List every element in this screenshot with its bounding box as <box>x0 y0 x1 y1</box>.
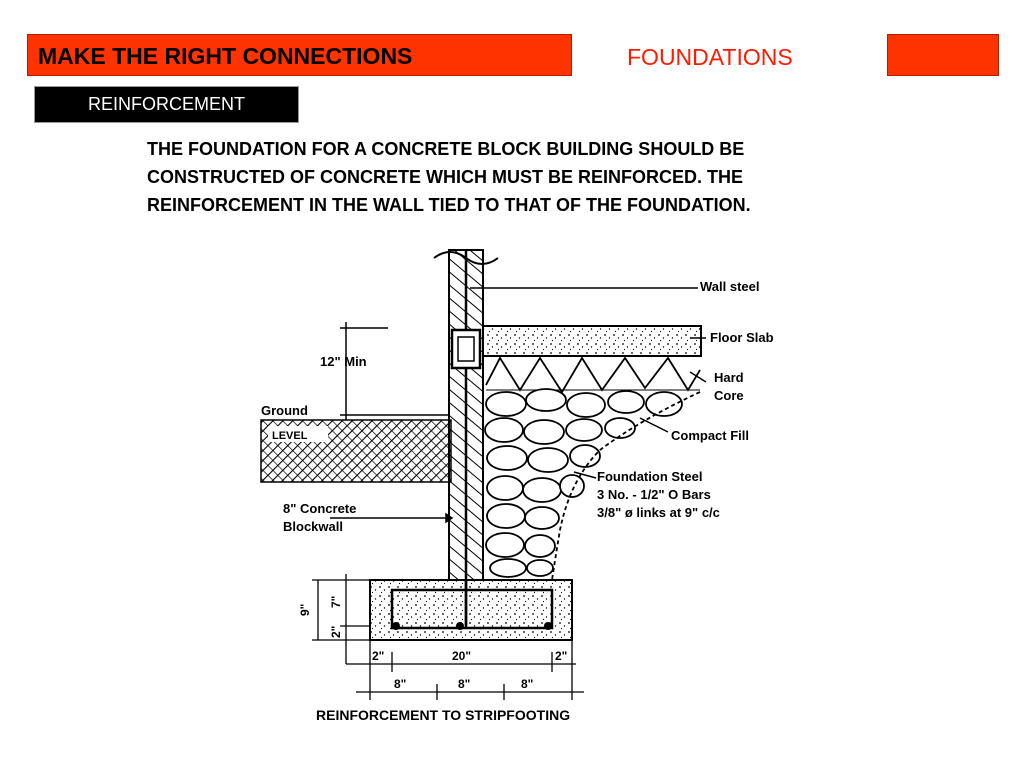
tab-reinforcement[interactable]: REINFORCEMENT <box>34 86 299 123</box>
label-core: Core <box>714 388 744 403</box>
decorative-red-box <box>887 34 999 76</box>
dim-2-vert: 2" <box>329 626 343 638</box>
dim-2-right: 2" <box>555 649 567 663</box>
compact-fill <box>484 388 683 578</box>
dim-2-left: 2" <box>372 649 384 663</box>
label-wall-steel: Wall steel <box>700 279 759 294</box>
strip-footing <box>369 579 573 641</box>
section-title: FOUNDATIONS <box>627 44 793 70</box>
dim-20: 20" <box>452 649 471 663</box>
header-banner: MAKE THE RIGHT CONNECTIONS <box>27 34 572 76</box>
dim-8-a: 8" <box>394 677 406 691</box>
dim-8-b: 8" <box>458 677 470 691</box>
label-12-min: 12" Min <box>320 354 367 369</box>
ground-soil <box>260 419 452 483</box>
footing-vertical-dims <box>312 574 370 664</box>
banner-title: MAKE THE RIGHT CONNECTIONS <box>38 43 413 69</box>
label-ground: Ground <box>261 403 308 418</box>
dim-9: 9" <box>298 604 312 616</box>
footing-horizontal-dims <box>346 640 584 700</box>
leader-lines <box>330 287 707 524</box>
paragraph-line: CONSTRUCTED OF CONCRETE WHICH MUST BE RE… <box>147 167 743 187</box>
label-links: 3/8" ø links at 9" c/c <box>597 505 720 520</box>
paragraph-line: REINFORCEMENT IN THE WALL TIED TO THAT O… <box>147 195 751 215</box>
diagram-caption: REINFORCEMENT TO STRIPFOOTING <box>316 707 570 723</box>
dimension-12-min <box>340 322 450 420</box>
label-foundation-steel: Foundation Steel <box>597 469 702 484</box>
dim-8-c: 8" <box>521 677 533 691</box>
label-floor-slab: Floor Slab <box>710 330 774 345</box>
paragraph-line: THE FOUNDATION FOR A CONCRETE BLOCK BUIL… <box>147 139 745 159</box>
label-level: LEVEL <box>272 430 308 442</box>
hard-core <box>485 356 701 394</box>
label-blockwall-1: 8" Concrete <box>283 501 356 516</box>
label-bars: 3 No. - 1/2" O Bars <box>597 487 711 502</box>
floor-slab <box>482 325 702 357</box>
intro-paragraph: THE FOUNDATION FOR A CONCRETE BLOCK BUIL… <box>147 135 927 219</box>
label-hard: Hard <box>714 370 744 385</box>
label-blockwall-2: Blockwall <box>283 519 343 534</box>
label-compact-fill: Compact Fill <box>671 428 749 443</box>
tab-label: REINFORCEMENT <box>88 94 245 114</box>
dim-7: 7" <box>329 596 343 608</box>
